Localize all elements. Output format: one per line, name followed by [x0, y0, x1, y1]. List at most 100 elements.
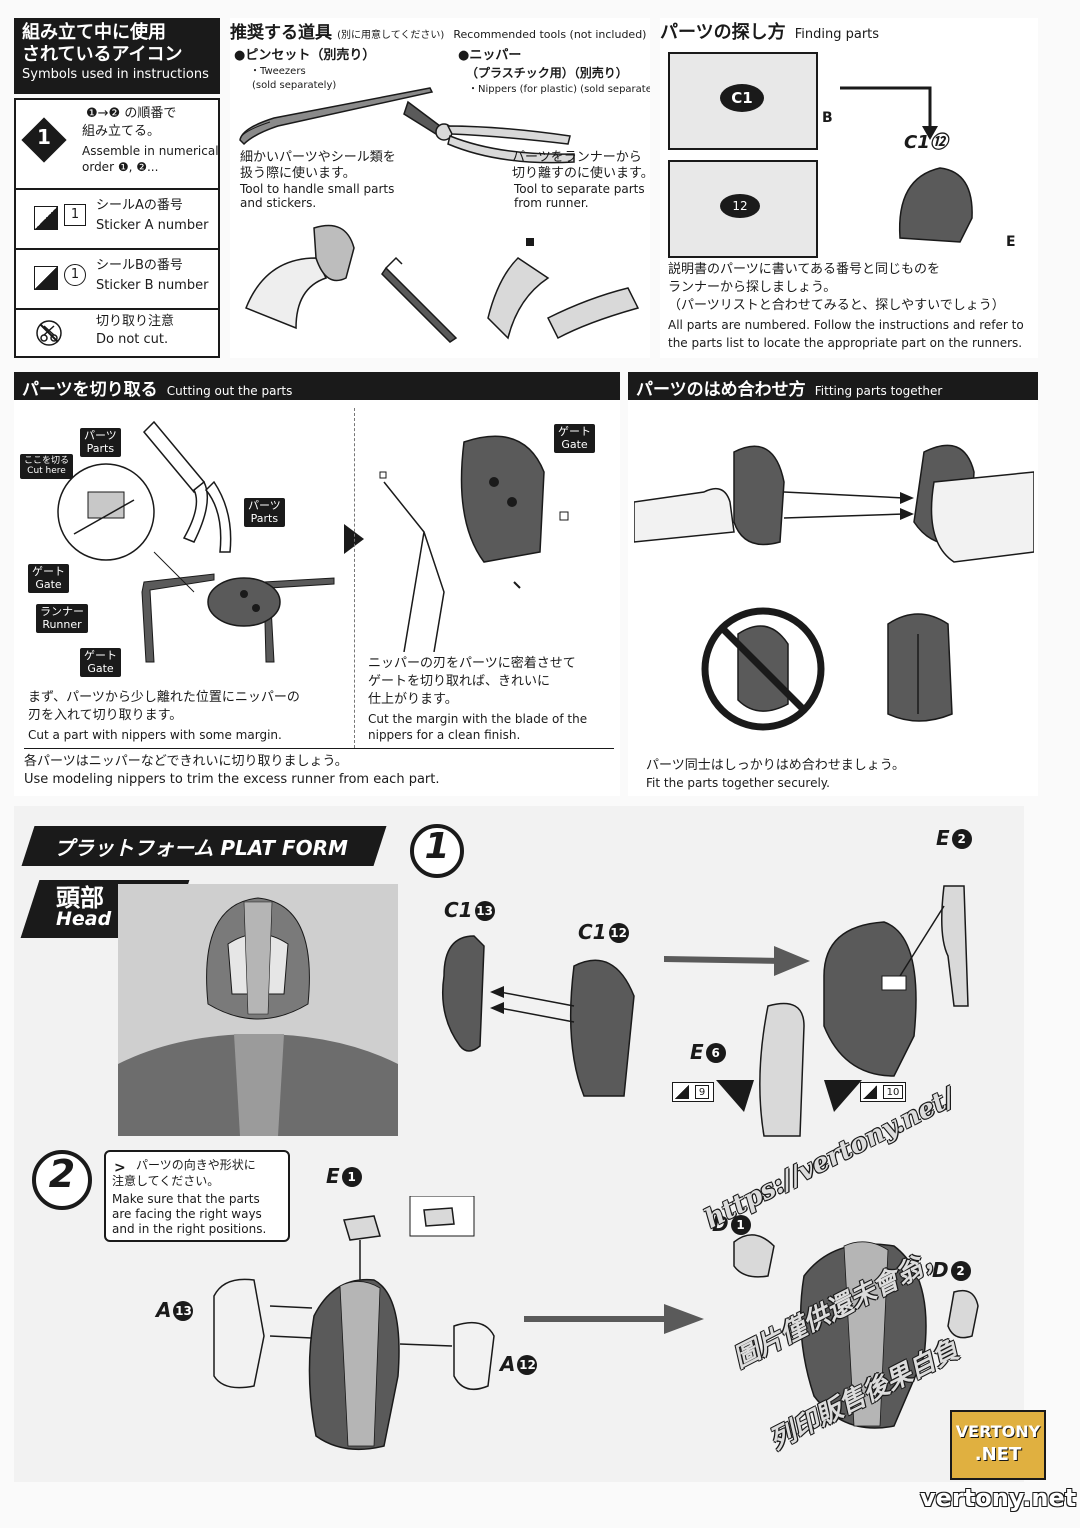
nocut-en: Do not cut.	[96, 332, 169, 347]
symbol-sticker-a-row: 1 シールAの番号 Sticker A number	[14, 190, 220, 250]
fitting-header: パーツのはめ合わせ方 Fitting parts together	[628, 372, 1038, 400]
sticker-10-icon	[863, 1085, 877, 1099]
nipper-en: ・Nippers (for plastic) (sold separately)	[468, 84, 650, 95]
sticker-9-num: 9	[695, 1085, 709, 1099]
tweezers-desc-en-a: Tool to handle small parts	[240, 182, 395, 196]
step2-a12-text: A	[500, 1352, 516, 1376]
finding-desc-jp-b: ランナーから探しましょう。	[668, 280, 837, 295]
sticker-9-box: 9	[672, 1082, 714, 1102]
step2-note-box: > パーツの向きや形状に 注意してください。 Make sure that th…	[104, 1150, 290, 1242]
step1-c1-13-num: 13	[474, 901, 495, 921]
gate-jp-2: ゲート	[84, 649, 117, 662]
tweezers-en-a: ・Tweezers	[250, 66, 306, 77]
nipper-desc-en-b: from runner.	[514, 196, 589, 210]
step2-e1-num: 1	[341, 1167, 362, 1187]
cutting-divider	[354, 408, 355, 748]
vertony-site: vertony.net	[920, 1484, 1077, 1512]
gate-en-1: Gate	[35, 577, 62, 591]
nipper-desc-en-a: Tool to separate parts	[514, 182, 645, 196]
platform-banner-text: プラットフォーム PLAT FORM	[54, 836, 348, 860]
nipper-jp-b: （プラスチック用）（別売り）	[466, 66, 628, 80]
cutting-closeup-illustration	[379, 435, 569, 652]
step2-a13-text: A	[156, 1298, 172, 1322]
step2-note-en-b: are facing the right ways	[112, 1207, 262, 1221]
sticker-a-num: 1	[64, 204, 86, 226]
cutting-step1-jp-a: まず、パーツから少し離れた位置にニッパーの	[28, 690, 300, 705]
sticker-b-en: Sticker B number	[96, 278, 209, 293]
head-title-jp: 頭部	[56, 884, 104, 912]
fitting-illustration	[634, 444, 1034, 563]
sticker-b-num: 1	[64, 264, 86, 286]
step1-e6-num: 6	[705, 1043, 726, 1063]
order-en-a: Assemble in numerical	[82, 144, 219, 158]
runner-photo-top: C1	[668, 52, 818, 150]
nipper-illustration	[403, 100, 575, 164]
symbol-nocut-row: 切り取り注意 Do not cut.	[14, 310, 220, 358]
cutting-step2-jp-c: 仕上がります。	[368, 692, 458, 707]
cutting-title-jp: パーツを切り取る	[22, 380, 158, 400]
tweezers-jp: ●ピンセット（別売り）	[234, 48, 376, 63]
tools-title-en: Recommended tools (not included)	[453, 28, 647, 41]
cutting-step2-jp-b: ゲートを切り取れば、きれいに	[368, 674, 551, 689]
scissors-icon	[36, 320, 62, 346]
finding-title-en: Finding parts	[794, 27, 880, 42]
gate-en-2: Gate	[87, 661, 114, 675]
step2-number: 2	[48, 1152, 76, 1196]
finding-title-jp: パーツの探し方	[660, 22, 786, 43]
runner-photo-bottom: 12	[668, 160, 818, 258]
gate-jp-1: ゲート	[32, 565, 65, 578]
nipper-desc-jp-a: パーツをランナーから	[512, 150, 642, 165]
step1-badge	[410, 824, 464, 878]
step2-d2-text: D	[932, 1258, 949, 1282]
vertony-badge-b: .NET	[974, 1444, 1022, 1465]
finding-desc-en-b: the parts list to locate the appropriate…	[668, 336, 1023, 350]
figure-render	[118, 897, 398, 1136]
cutting-title-en: Cutting out the parts	[166, 384, 293, 398]
cutting-step2-en-b: nippers for a clean finish.	[368, 728, 521, 742]
parts-jp-1: パーツ	[84, 429, 117, 442]
step2-e1-text: E	[326, 1164, 340, 1188]
cutting-step2-en-a: Cut the margin with the blade of the	[368, 712, 588, 726]
tweezers-usage-illustration	[245, 224, 458, 343]
tweezers-illustration	[239, 87, 434, 146]
sticker-10-box: 10	[860, 1082, 906, 1102]
sticker-a-en: Sticker A number	[96, 218, 209, 233]
runner-label-12: 12	[720, 194, 760, 218]
symbols-header: 組み立て中に使用 されているアイコン Symbols used in instr…	[14, 18, 220, 94]
cutting-step1-jp-b: 刃を入れて切り取ります。	[28, 708, 183, 723]
parts-en-2: Parts	[250, 511, 279, 525]
tools-title-jp: 推奨する道具	[230, 23, 332, 43]
cutting-header: パーツを切り取る Cutting out the parts	[14, 372, 620, 400]
step1-e2-num: 2	[951, 829, 972, 849]
step1-c1-13-text: C1	[444, 898, 473, 922]
finding-desc-en-a: All parts are numbered. Follow the instr…	[668, 318, 1024, 332]
step2-d2-num: 2	[950, 1261, 971, 1281]
step2-note-en-a: Make sure that the parts	[112, 1192, 260, 1206]
symbols-title-jp-1: 組み立て中に使用	[22, 22, 166, 43]
fitting-desc-en: Fit the parts together securely.	[646, 776, 830, 790]
cutting-footer-jp: 各パーツはニッパーなどできれいに切り取りましょう。	[24, 754, 348, 769]
tools-title-jp-note: (別に用意してください)	[337, 30, 445, 41]
step1-e6-text: E	[690, 1040, 704, 1064]
fitting-title-en: Fitting parts together	[814, 384, 943, 398]
step2-note-en-c: and in the right positions.	[112, 1222, 267, 1236]
cutting-step1-en: Cut a part with nippers with some margin…	[28, 728, 282, 742]
fitting-title-jp: パーツのはめ合わせ方	[636, 380, 806, 400]
note-pointer-icon: >	[114, 1160, 126, 1176]
step1-number: 1	[424, 826, 450, 867]
order-number-text: 1	[37, 125, 51, 149]
sticker-b-icon	[34, 266, 58, 290]
cutting-step2-jp-a: ニッパーの刃をパーツに密着させて	[368, 656, 576, 671]
step2-note-jp-a: パーツの向きや形状に	[136, 1158, 256, 1172]
tools-header: 推奨する道具 (別に用意してください) Recommended tools (n…	[230, 18, 646, 43]
